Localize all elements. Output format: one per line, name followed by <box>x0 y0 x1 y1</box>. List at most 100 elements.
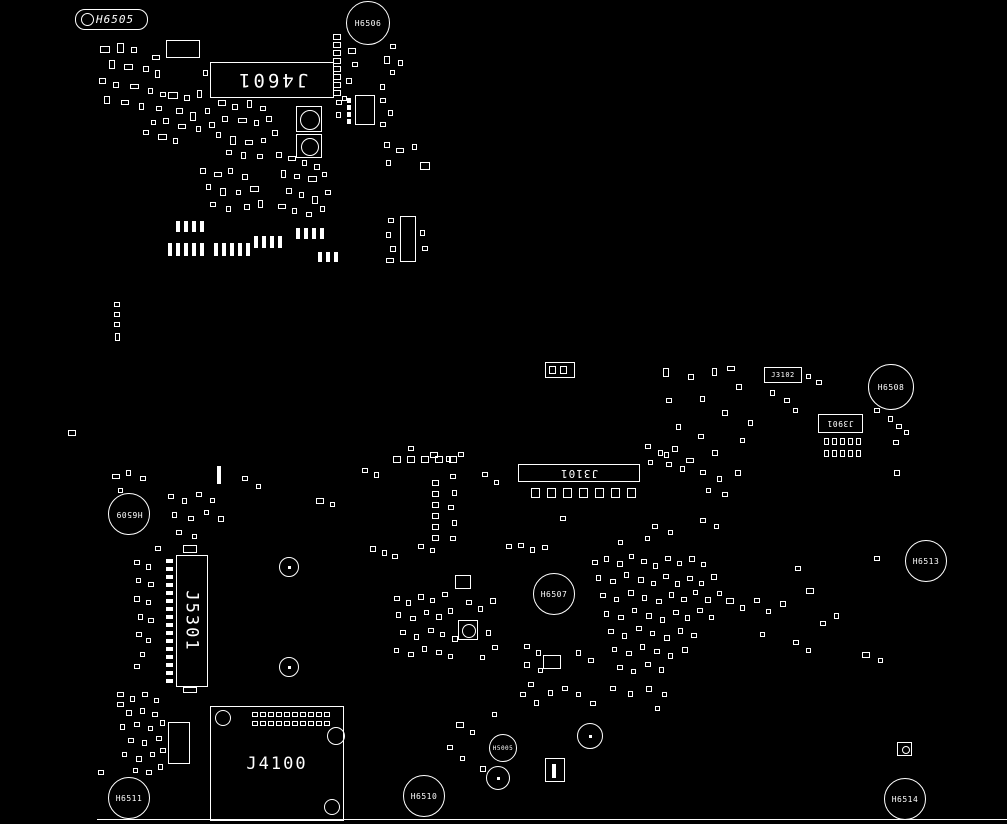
component-outline[interactable] <box>296 106 322 132</box>
smd-part[interactable] <box>260 106 266 111</box>
smd-part[interactable] <box>148 726 153 731</box>
smd-part[interactable] <box>709 615 714 620</box>
smd-part[interactable] <box>760 632 765 637</box>
smd-part[interactable] <box>396 148 404 153</box>
smd-part[interactable] <box>646 613 652 619</box>
smd-part[interactable] <box>896 424 902 429</box>
smd-part[interactable] <box>115 333 120 341</box>
smd-part[interactable] <box>548 690 553 696</box>
smd-part[interactable] <box>214 172 222 177</box>
smd-part[interactable] <box>238 118 247 123</box>
smd-part[interactable] <box>148 618 154 623</box>
smd-part[interactable] <box>448 608 453 614</box>
smd-part[interactable] <box>904 430 909 435</box>
smd-part[interactable] <box>325 190 331 195</box>
smd-part[interactable] <box>636 626 642 631</box>
smd-part[interactable] <box>528 682 534 687</box>
smd-part[interactable] <box>121 100 129 105</box>
smd-part[interactable] <box>100 46 110 53</box>
smd-part[interactable] <box>114 312 120 317</box>
component-callout-h6505[interactable]: H6505 <box>75 9 148 30</box>
smd-part[interactable] <box>780 601 786 607</box>
smd-part[interactable] <box>136 578 141 583</box>
smd-part[interactable] <box>146 638 151 643</box>
smd-part[interactable] <box>534 700 539 706</box>
smd-part[interactable] <box>626 651 632 656</box>
smd-part[interactable] <box>631 669 636 674</box>
smd-part[interactable] <box>656 599 662 604</box>
smd-part[interactable] <box>806 588 814 594</box>
smd-part[interactable] <box>139 103 144 110</box>
smd-part[interactable] <box>336 112 341 118</box>
smd-part[interactable] <box>160 92 166 97</box>
smd-part[interactable] <box>680 466 685 472</box>
smd-part[interactable] <box>862 652 870 658</box>
smd-part[interactable] <box>336 100 342 105</box>
smd-part[interactable] <box>242 174 248 180</box>
smd-part[interactable] <box>256 484 261 489</box>
smd-part[interactable] <box>784 398 790 403</box>
smd-part[interactable] <box>299 192 304 198</box>
smd-part[interactable] <box>678 628 683 634</box>
smd-part[interactable] <box>663 368 669 377</box>
smd-part[interactable] <box>278 204 286 209</box>
mounting-hole-h5005[interactable]: H5005 <box>489 734 517 762</box>
smd-part[interactable] <box>652 524 658 529</box>
component-outline[interactable] <box>168 722 190 764</box>
smd-part[interactable] <box>138 614 143 620</box>
smd-part[interactable] <box>524 662 530 668</box>
smd-part[interactable] <box>392 554 398 559</box>
smd-part[interactable] <box>390 44 396 49</box>
smd-part[interactable] <box>244 204 250 210</box>
smd-part[interactable] <box>142 740 147 746</box>
smd-part[interactable] <box>206 184 211 190</box>
smd-part[interactable] <box>408 652 414 657</box>
smd-part[interactable] <box>596 575 601 581</box>
component-outline[interactable] <box>897 742 912 756</box>
smd-part[interactable] <box>386 258 394 263</box>
smd-part[interactable] <box>210 202 216 207</box>
smd-part[interactable] <box>109 60 115 69</box>
smd-part[interactable] <box>232 104 238 110</box>
smd-part[interactable] <box>536 650 541 656</box>
smd-part[interactable] <box>874 408 880 413</box>
smd-part[interactable] <box>722 492 728 497</box>
smd-part[interactable] <box>717 591 722 596</box>
smd-part[interactable] <box>228 168 233 174</box>
smd-part[interactable] <box>412 144 417 150</box>
smd-part[interactable] <box>754 598 760 603</box>
smd-part[interactable] <box>648 460 653 465</box>
smd-part[interactable] <box>120 724 125 730</box>
smd-part[interactable] <box>150 752 155 757</box>
mounting-hole-h6509[interactable]: H6509 <box>108 493 150 535</box>
smd-part[interactable] <box>677 561 682 566</box>
smd-part[interactable] <box>700 470 706 475</box>
smd-part[interactable] <box>552 764 556 778</box>
smd-part[interactable] <box>686 458 694 463</box>
smd-part[interactable] <box>390 246 396 252</box>
smd-part[interactable] <box>560 366 567 374</box>
mounting-hole-h6506[interactable]: H6506 <box>346 1 390 45</box>
smd-part[interactable] <box>362 468 368 473</box>
smd-part[interactable] <box>562 686 568 691</box>
smd-part[interactable] <box>302 160 307 166</box>
smd-part[interactable] <box>380 98 386 103</box>
smd-part[interactable] <box>197 90 202 98</box>
smd-part[interactable] <box>226 150 232 155</box>
smd-part[interactable] <box>394 596 400 601</box>
smd-part[interactable] <box>126 470 131 476</box>
smd-part[interactable] <box>436 614 442 620</box>
smd-part[interactable] <box>346 78 352 84</box>
smd-part[interactable] <box>668 530 673 535</box>
smd-part[interactable] <box>390 70 395 75</box>
smd-part[interactable] <box>396 612 401 618</box>
smd-part[interactable] <box>622 633 627 639</box>
smd-part[interactable] <box>490 598 496 604</box>
smd-part[interactable] <box>400 630 406 635</box>
smd-part[interactable] <box>689 556 695 562</box>
connector-j4100[interactable]: J4100 <box>210 706 344 821</box>
smd-part[interactable] <box>288 156 296 161</box>
smd-part[interactable] <box>146 564 151 570</box>
smd-part[interactable] <box>642 595 647 601</box>
smd-part[interactable] <box>450 474 456 479</box>
